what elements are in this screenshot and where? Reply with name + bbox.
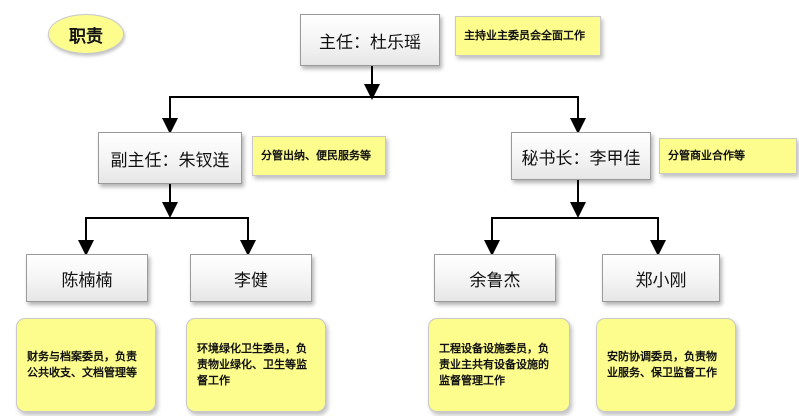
member-duty-card-4: 安防协调委员，负责物业服务、保卫监督工作 [596,318,736,412]
director-box: 主任：杜乐瑶 [300,14,440,66]
vice-director-duty: 分管出纳、便民服务等 [261,149,371,162]
member-box-1: 陈楠楠 [26,254,148,302]
director-duty: 主持业主委员会全面工作 [464,29,585,42]
member-box-3: 余鲁杰 [434,254,556,302]
member-name-1: 陈楠楠 [61,270,113,291]
duties-badge: 职责 [48,14,124,54]
member-duty-3: 工程设备设施委员，负责业主共有设备设施的监督管理工作 [439,342,549,387]
member-name-4: 郑小刚 [635,270,687,291]
connector-branch-top [169,96,579,130]
secretary-box: 秘书长：李甲佳 [511,132,651,180]
secretary-duty-note: 分管商业合作等 [659,138,797,174]
secretary-name: 秘书长：李甲佳 [521,148,641,169]
vice-director-box: 副主任：朱钗连 [98,132,242,184]
member-box-2: 李健 [190,254,312,302]
member-duty-2: 环境绿化卫生委员，负责物业绿化、卫生等监督工作 [197,342,307,387]
vice-director-duty-note: 分管出纳、便民服务等 [252,136,386,176]
member-duty-card-2: 环境绿化卫生委员，负责物业绿化、卫生等监督工作 [186,318,326,412]
secretary-duty: 分管商业合作等 [668,149,745,162]
member-duty-4: 安防协调委员，负责物业服务、保卫监督工作 [607,350,717,379]
member-name-2: 李健 [234,270,268,291]
connector-vice-branch [85,217,249,252]
member-duty-card-3: 工程设备设施委员，负责业主共有设备设施的监督管理工作 [428,318,570,412]
member-duty-1: 财务与档案委员，负责公共收支、文档管理等 [27,350,137,379]
director-name: 主任：杜乐瑶 [319,32,421,53]
member-name-3: 余鲁杰 [469,270,521,291]
connector-secretary-branch [491,217,659,252]
member-box-4: 郑小刚 [602,254,720,302]
member-duty-card-1: 财务与档案委员，负责公共收支、文档管理等 [16,318,156,412]
vice-director-name: 副主任：朱钗连 [110,150,230,171]
director-duty-note: 主持业主委员会全面工作 [455,16,601,56]
